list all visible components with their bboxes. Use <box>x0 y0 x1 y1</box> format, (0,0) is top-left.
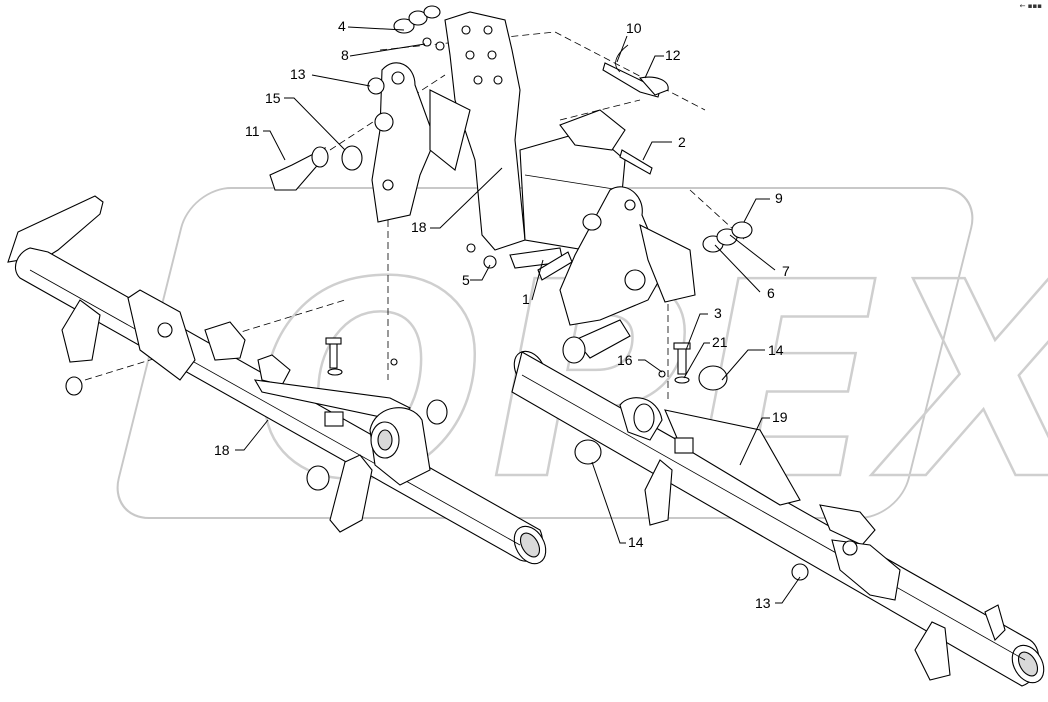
callout-c14b: 14 <box>591 461 644 550</box>
corner-mark: ← ▪▪▪ <box>1019 2 1042 10</box>
hitch-frame-assembly <box>367 11 696 364</box>
callout-number: 3 <box>714 305 722 321</box>
callout-c10: 10 <box>616 20 642 63</box>
callout-c3: 3 <box>685 305 722 351</box>
callout-c21: 21 <box>683 334 728 379</box>
callout-leader-line <box>235 419 269 451</box>
callout-c13: 13 <box>290 66 371 87</box>
callout-c8: 8 <box>341 43 426 63</box>
callout-c18b: 18 <box>214 419 269 458</box>
callout-leader-line <box>743 198 770 223</box>
callout-c19: 19 <box>739 409 788 466</box>
callout-c13b: 13 <box>755 576 801 611</box>
callout-number: 16 <box>617 352 633 368</box>
callout-leader-line <box>531 259 544 301</box>
callout-leader-line <box>642 141 672 161</box>
callout-number: 13 <box>755 595 771 611</box>
callout-number: 13 <box>290 66 306 82</box>
callout-number: 4 <box>338 18 346 34</box>
callout-c11: 11 <box>245 123 286 161</box>
callout-number: 1 <box>522 291 530 307</box>
callout-c15: 15 <box>265 90 346 151</box>
callout-leader-line <box>591 461 626 544</box>
callout-number: 8 <box>341 47 349 63</box>
callout-c2: 2 <box>642 134 686 161</box>
callout-c16: 16 <box>617 352 663 373</box>
callout-leader-line <box>729 234 776 271</box>
callout-leader-line <box>311 74 371 87</box>
callout-c6: 6 <box>714 244 775 301</box>
callout-number: 14 <box>628 534 644 550</box>
callout-number: 10 <box>626 20 642 36</box>
callout-leader-line <box>683 342 710 379</box>
callout-leader-line <box>347 26 405 31</box>
callout-c1: 1 <box>522 259 544 307</box>
callout-c9: 9 <box>743 190 783 223</box>
callout-leader-line <box>739 417 770 466</box>
callout-leader-line <box>775 576 801 604</box>
callout-number: 14 <box>768 342 784 358</box>
callout-number: 5 <box>462 272 470 288</box>
callout-number: 18 <box>214 442 230 458</box>
callout-leader-line <box>284 97 346 151</box>
callout-number: 9 <box>775 190 783 206</box>
callout-c4: 4 <box>338 18 405 34</box>
callout-c7: 7 <box>729 234 790 279</box>
callout-number: 19 <box>772 409 788 425</box>
callout-leader-line <box>616 35 628 63</box>
callout-leader-line <box>714 244 761 293</box>
callout-c18: 18 <box>411 167 503 235</box>
left-beam-assembly <box>7 195 547 565</box>
callout-number: 6 <box>767 285 775 301</box>
callout-number: 11 <box>245 123 260 139</box>
callout-leader-line <box>644 55 664 79</box>
callout-number: 12 <box>665 47 681 63</box>
callout-c5: 5 <box>462 264 491 288</box>
callout-leader-line <box>721 349 765 381</box>
callout-number: 7 <box>782 263 790 279</box>
callout-c12: 12 <box>644 47 681 79</box>
callout-number: 2 <box>678 134 686 150</box>
callout-leader-line <box>685 313 708 351</box>
callout-leader-line <box>470 264 491 281</box>
right-beam-assembly <box>511 342 1045 687</box>
callout-leader-line <box>430 167 503 229</box>
callout-number: 21 <box>712 334 728 350</box>
callout-number: 18 <box>411 219 427 235</box>
callout-number: 15 <box>265 90 281 106</box>
callout-leader-line <box>349 43 426 57</box>
callout-c14: 14 <box>721 342 784 381</box>
callout-leader-line <box>638 359 663 373</box>
callout-leader-line <box>263 130 286 161</box>
